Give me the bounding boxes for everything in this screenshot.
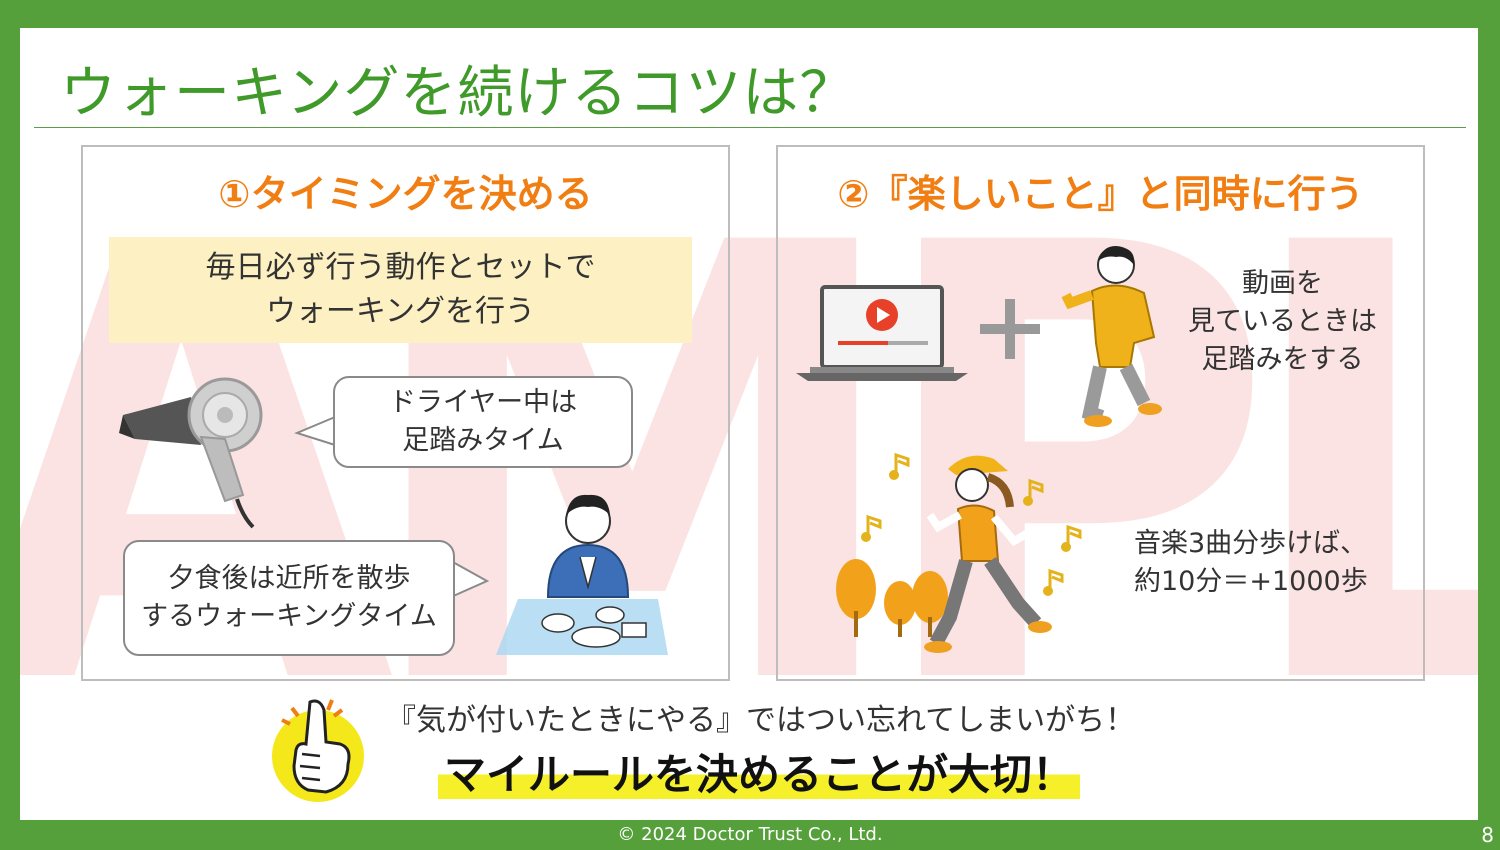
bubble-tail-dinner: [450, 560, 490, 598]
video-tip-line-3: 足踏みをする: [1201, 344, 1364, 375]
video-tip-line-1: 動画を: [1242, 268, 1323, 299]
dinner-bubble-line-1: 夕食後は近所を散歩: [167, 563, 411, 594]
dinner-speech-bubble: 夕食後は近所を散歩 するウォーキングタイム: [123, 540, 455, 656]
video-tip-line-2: 見ているときは: [1188, 306, 1377, 337]
page-title: ウォーキングを続けるコツは？: [60, 61, 857, 126]
slide: SAMPLE ウォーキングを続けるコツは？ ①タイミングを決める 毎日必ず行う動…: [20, 28, 1478, 820]
fun-activity-panel-title: ②『楽しいこと』と同時に行う: [837, 172, 1364, 216]
bottom-message-line-2: マイルールを決めることが大切！: [438, 741, 1081, 802]
fun-activity-panel: ②『楽しいこと』と同時に行う 動画を: [776, 145, 1425, 681]
person-eating-icon: [496, 494, 668, 655]
plus-icon: [980, 299, 1040, 359]
bottom-message-line-1: 『気が付いたときにやる』ではつい忘れてしまいがち！: [386, 703, 1136, 738]
title-divider: [34, 127, 1466, 128]
dryer-speech-bubble: ドライヤー中は 足踏みタイム: [333, 376, 633, 468]
music-tip-line-2: 約10分＝+1000歩: [1134, 566, 1368, 597]
laptop-video-icon: [796, 285, 968, 381]
music-tip-text: 音楽3曲分歩けば、 約10分＝+1000歩: [1134, 525, 1368, 601]
bubble-tail-dryer: [294, 416, 336, 446]
page-number: 8: [1481, 823, 1494, 847]
music-note-icon: [889, 452, 910, 480]
music-note-icon: [1061, 524, 1082, 552]
timing-highlight-box: 毎日必ず行う動作とセットで ウォーキングを行う: [109, 237, 692, 343]
pointing-hand-icon: [272, 699, 364, 802]
timing-panel: ①タイミングを決める 毎日必ず行う動作とセットで ウォーキングを行う ドライヤー…: [81, 145, 730, 681]
dryer-bubble-line-1: ドライヤー中は: [388, 387, 578, 418]
footer-copyright: © 2024 Doctor Trust Co., Ltd.: [617, 824, 883, 845]
tree-icon: [836, 559, 948, 637]
dryer-bubble-line-2: 足踏みタイム: [402, 425, 564, 456]
music-note-icon: [1023, 478, 1044, 506]
highlight-line-2: ウォーキングを行う: [265, 294, 536, 329]
music-tip-line-1: 音楽3曲分歩けば、: [1134, 528, 1368, 559]
highlight-line-1: 毎日必ず行う動作とセットで: [205, 250, 596, 285]
music-note-icon: [1043, 568, 1064, 596]
walking-man-icon: [1061, 246, 1162, 427]
dinner-bubble-line-2: するウォーキングタイム: [141, 601, 437, 632]
timing-panel-title: ①タイミングを決める: [218, 172, 593, 216]
running-woman-icon: [924, 455, 1052, 653]
music-note-icon: [861, 514, 882, 542]
hair-dryer-icon: [119, 377, 263, 529]
video-tip-text: 動画を 見ているときは 足踏みをする: [1188, 265, 1377, 379]
